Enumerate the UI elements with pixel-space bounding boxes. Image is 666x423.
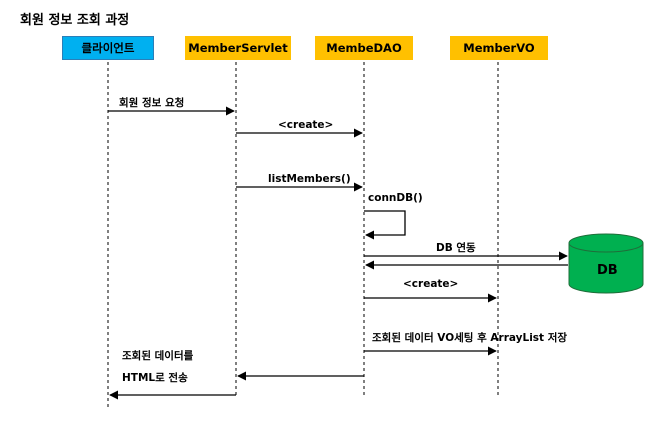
actor-member-servlet: MemberServlet bbox=[185, 36, 291, 60]
actor-member-dao: MembeDAO bbox=[315, 36, 413, 60]
label-send-line1: 조회된 데이터를 bbox=[122, 349, 194, 362]
database-label: DB bbox=[597, 263, 618, 278]
label-create-vo: <create> bbox=[403, 278, 458, 290]
arrow-conn-db bbox=[364, 210, 406, 240]
actor-member-vo: MemberVO bbox=[450, 36, 548, 60]
page-title: 회원 정보 조회 과정 bbox=[20, 13, 130, 28]
database-icon: DB bbox=[568, 233, 644, 294]
label-send-line2: HTML로 전송 bbox=[122, 371, 188, 384]
actor-client: 클라이언트 bbox=[62, 36, 154, 60]
label-db-link: DB 연동 bbox=[436, 241, 476, 254]
label-create-dao: <create> bbox=[278, 119, 333, 131]
label-vo-set: 조회된 데이터 VO세팅 후 ArrayList 저장 bbox=[372, 331, 567, 344]
label-conn-db: connDB() bbox=[368, 192, 423, 204]
label-list-members: listMembers() bbox=[268, 173, 351, 185]
label-request: 회원 정보 요청 bbox=[119, 96, 184, 109]
